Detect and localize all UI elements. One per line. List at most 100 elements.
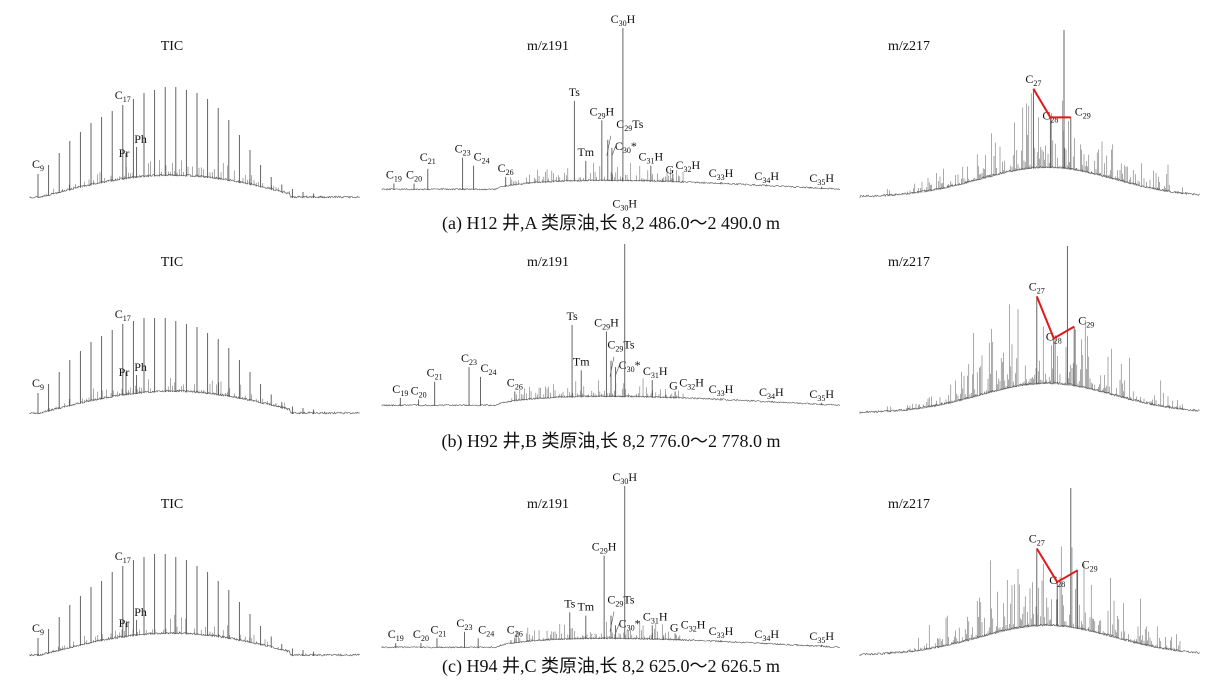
peak-label: Tm xyxy=(573,354,590,368)
peak-label: C29 xyxy=(1078,314,1094,330)
peak-label: C19 xyxy=(386,168,402,184)
peak-label: C17 xyxy=(115,549,131,565)
peak-label: C9 xyxy=(32,621,44,637)
caption-b: (b) H92 井,B 类原油,长 8,2 776.0～2 778.0 m xyxy=(442,431,781,452)
peak-label: C35H xyxy=(809,629,834,645)
peak-label: C31H xyxy=(639,150,664,166)
peak-label: C34H xyxy=(754,169,779,185)
label-leader xyxy=(615,620,621,634)
peak-label: Ph xyxy=(134,605,147,619)
label-leader xyxy=(609,611,615,632)
peak-label: C32H xyxy=(681,617,706,633)
peak-label: C20 xyxy=(413,627,429,643)
peak-label: Pr xyxy=(119,146,130,160)
peak-label: C28 xyxy=(1046,329,1062,345)
sterane-distribution-line xyxy=(1032,88,1071,119)
peak-label: G xyxy=(670,621,679,635)
caption-a: (a) H12 井,A 类原油,长 8,2 486.0～2 490.0 m xyxy=(442,213,780,234)
peak-label: C19 xyxy=(388,627,404,643)
peak-label: C21 xyxy=(420,150,436,166)
peak-label: C29H xyxy=(592,540,617,556)
peak-label: Tm xyxy=(577,600,594,614)
peak-label: C30H xyxy=(611,12,636,28)
peak-label: C35H xyxy=(809,387,834,403)
sterane-distribution-line xyxy=(1035,296,1075,340)
label-leader xyxy=(606,135,612,156)
peak-label: Tm xyxy=(577,145,594,159)
panel-title: TIC xyxy=(161,497,184,512)
peak-label: C32H xyxy=(679,375,704,391)
peak-label: C26 xyxy=(507,622,523,638)
peak-label: C30H xyxy=(612,470,637,486)
peak-label: C29Ts xyxy=(616,117,644,133)
peak-label: G xyxy=(665,163,674,177)
peak-label: C24 xyxy=(474,150,490,166)
peak-label: C24 xyxy=(478,622,494,638)
peak-label: C23 xyxy=(455,142,471,158)
peak-label: C23 xyxy=(461,351,477,367)
peak-label: Pr xyxy=(119,365,130,379)
peak-label: C28 xyxy=(1049,573,1065,589)
peak-label: C34H xyxy=(754,627,779,643)
peak-label: Ts xyxy=(569,85,580,99)
sterane-distribution-line xyxy=(1035,547,1079,584)
panel-title: m/z217 xyxy=(888,255,930,270)
peak-label: C17 xyxy=(115,307,131,323)
peak-label: C23 xyxy=(456,616,472,632)
peak-label: C20 xyxy=(411,384,427,400)
panel-title: m/z217 xyxy=(888,497,930,512)
peak-label: C20 xyxy=(406,168,422,184)
peak-label: Ph xyxy=(134,360,147,374)
peak-label: C28 xyxy=(1042,108,1058,124)
peak-label: Ts xyxy=(566,309,577,323)
peak-label: C30* xyxy=(619,616,641,632)
peak-label: C27 xyxy=(1029,531,1045,547)
panel-title: m/z191 xyxy=(527,255,569,270)
peak-label: C9 xyxy=(32,157,44,173)
peak-label: C34H xyxy=(759,385,784,401)
panel-title: m/z217 xyxy=(888,39,930,54)
peak-label: Ts xyxy=(564,596,575,610)
label-leader xyxy=(609,356,615,377)
peak-label: C21 xyxy=(427,366,443,382)
peak-label: C29Ts xyxy=(607,593,635,609)
peak-label: Pr xyxy=(119,616,130,630)
caption-c: (c) H94 井,C 类原油,长 8,2 625.0～2 626.5 m xyxy=(442,656,780,677)
baseline-trace xyxy=(859,381,1200,414)
peak-label: C21 xyxy=(430,622,446,638)
baseline-trace xyxy=(29,631,360,657)
peak-label: C33H xyxy=(709,624,734,640)
peak-label: G xyxy=(669,379,678,393)
panel-title: m/z191 xyxy=(527,497,569,512)
peak-label: C24 xyxy=(480,361,496,377)
peak-label: C30* xyxy=(619,358,641,374)
peak-label: C32H xyxy=(675,158,700,174)
peak-label: C31H xyxy=(643,364,668,380)
peak-label: C19 xyxy=(392,382,408,398)
peak-label: C31H xyxy=(643,609,668,625)
peak-label: C30H xyxy=(612,197,637,213)
peak-label: C26 xyxy=(507,375,523,391)
peak-label: C29H xyxy=(594,315,619,331)
baseline-trace xyxy=(29,173,360,199)
peak-label: C29H xyxy=(589,104,614,120)
peak-label: Ph xyxy=(134,132,147,146)
label-leader xyxy=(611,142,618,156)
panel-title: TIC xyxy=(161,255,184,270)
peak-label: C29 xyxy=(1075,104,1091,120)
panel-title: TIC xyxy=(161,39,184,54)
peak-label: C29 xyxy=(1082,557,1098,573)
peak-label: C33H xyxy=(709,382,734,398)
peak-label: C29Ts xyxy=(607,338,635,354)
peak-label: C27 xyxy=(1029,279,1045,295)
peak-label: C33H xyxy=(709,166,734,182)
baseline-trace xyxy=(859,165,1200,198)
